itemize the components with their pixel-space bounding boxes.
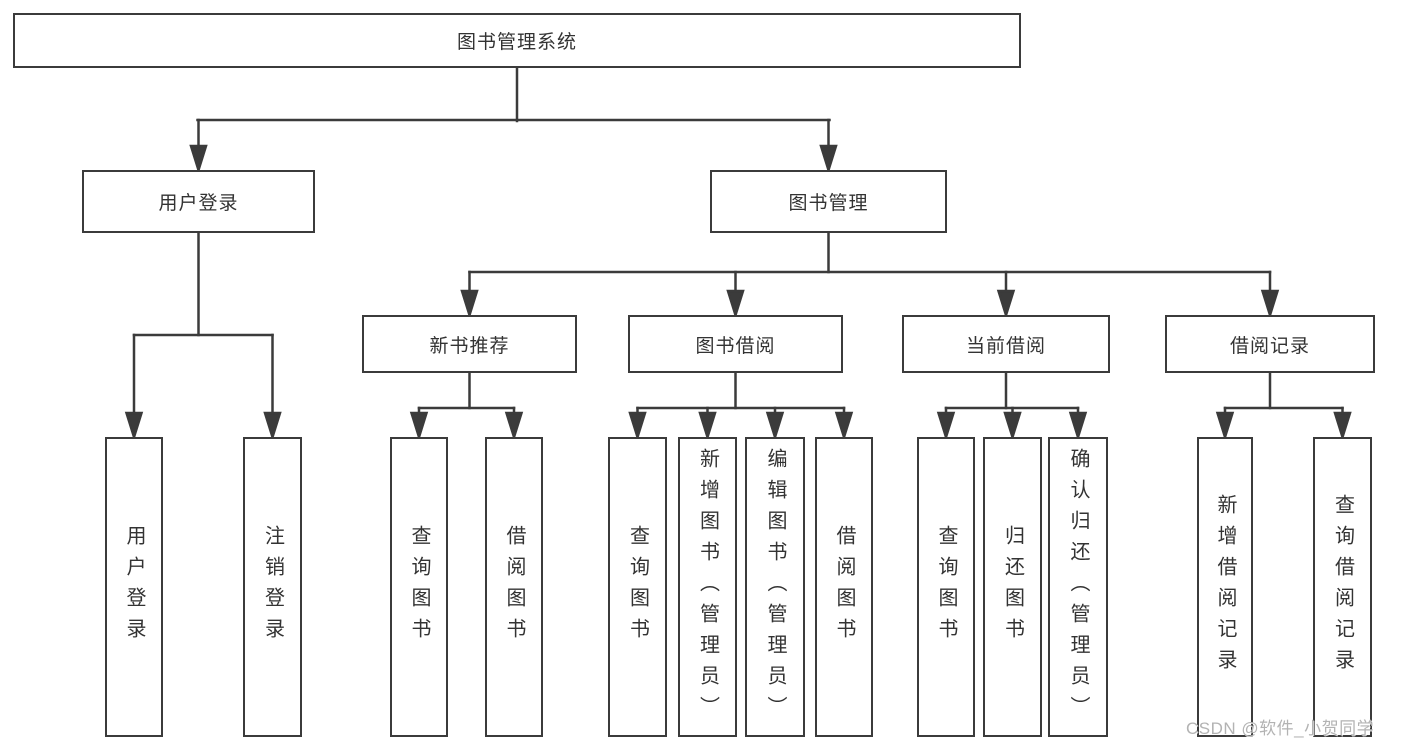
connector-user-login-to-leaves xyxy=(124,229,282,442)
arrowhead-down xyxy=(460,289,479,320)
node-book-borrow: 图书借阅 xyxy=(628,315,843,373)
arrowhead-down xyxy=(504,411,524,442)
arrowhead-down xyxy=(726,289,745,320)
node-user-login: 用户登录 xyxy=(82,170,315,233)
arrowhead-down xyxy=(1068,411,1088,442)
node-new-book-rec: 新书推荐 xyxy=(362,315,577,373)
connector-records-to-leaves xyxy=(1215,369,1352,442)
node-bb-borrow-books: 借阅图书 xyxy=(815,437,873,737)
node-borrow-records: 借阅记录 xyxy=(1165,315,1375,373)
node-root-system: 图书管理系统 xyxy=(13,13,1021,68)
arrowhead-down xyxy=(936,411,956,442)
arrowhead-down xyxy=(263,411,282,442)
connector-book-borrow-to-leaves xyxy=(628,369,854,442)
connector-current-borrow-to-leaves xyxy=(936,369,1088,442)
node-leaf-user-login: 用户登录 xyxy=(105,437,163,737)
node-br-add-record: 新增借阅记录 xyxy=(1197,437,1253,737)
arrowhead-down xyxy=(819,144,838,175)
node-bb-add-books-admin: 新增图书（管理员） xyxy=(678,437,737,737)
node-leaf-logout: 注销登录 xyxy=(243,437,302,737)
arrowhead-down xyxy=(1003,411,1022,442)
arrowhead-down xyxy=(698,411,717,442)
arrowhead-down xyxy=(409,411,429,442)
arrowhead-down xyxy=(1333,411,1352,442)
node-bb-query-books: 查询图书 xyxy=(608,437,667,737)
arrowhead-down xyxy=(996,289,1016,320)
arrowhead-down xyxy=(189,144,208,175)
node-nb-query-books: 查询图书 xyxy=(390,437,448,737)
node-current-borrow: 当前借阅 xyxy=(902,315,1110,373)
node-nb-borrow-books: 借阅图书 xyxy=(485,437,543,737)
node-br-query-record: 查询借阅记录 xyxy=(1313,437,1372,737)
node-cb-query-books: 查询图书 xyxy=(917,437,975,737)
arrowhead-down xyxy=(834,411,854,442)
node-bb-edit-books-admin: 编辑图书（管理员） xyxy=(745,437,805,737)
node-cb-return-books: 归还图书 xyxy=(983,437,1042,737)
node-book-mgmt: 图书管理 xyxy=(710,170,947,233)
arrowhead-down xyxy=(628,411,647,442)
connector-book-mgmt-to-level3 xyxy=(460,229,1280,320)
arrowhead-down xyxy=(124,411,144,442)
connector-new-rec-to-leaves xyxy=(409,369,524,442)
arrowhead-down xyxy=(1215,411,1235,442)
arrowhead-down xyxy=(1260,289,1280,320)
arrowhead-down xyxy=(765,411,785,442)
csdn-watermark: CSDN @软件_小贺同学 xyxy=(1186,719,1375,738)
node-cb-confirm-return-admin: 确认归还（管理员） xyxy=(1048,437,1108,737)
connector-root-to-level2 xyxy=(189,64,838,175)
